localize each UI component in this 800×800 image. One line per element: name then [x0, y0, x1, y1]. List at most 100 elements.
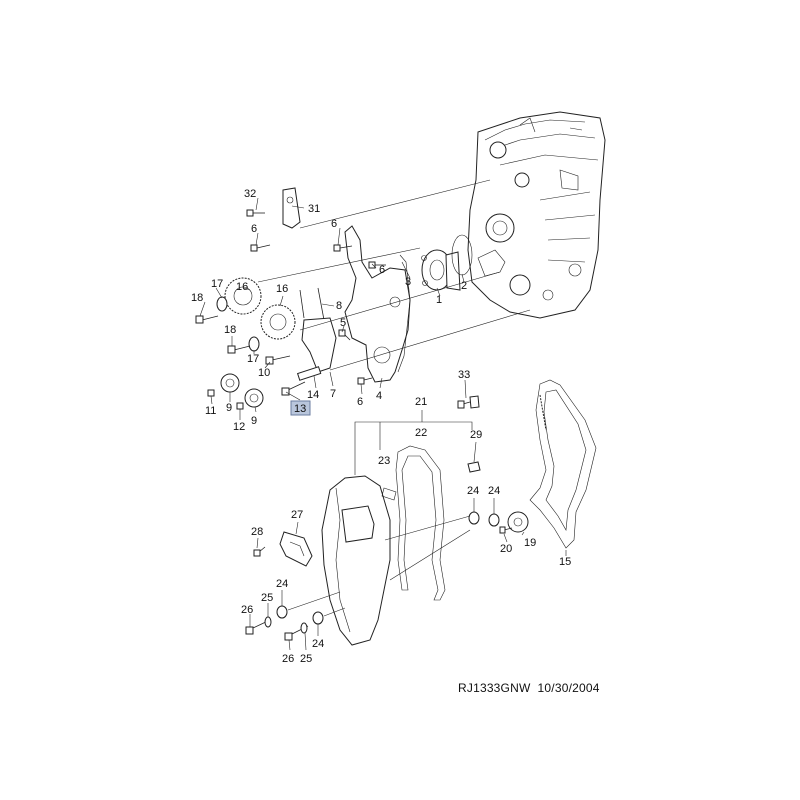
alignment-lines	[257, 179, 531, 371]
callout-17: 17	[247, 353, 259, 365]
stud	[299, 289, 305, 319]
callout-33: 33	[458, 369, 470, 381]
bolt	[207, 389, 215, 397]
camshaft-gear	[260, 304, 296, 340]
belt-tensioner	[507, 511, 529, 533]
callout-6: 6	[251, 223, 257, 235]
washer	[248, 336, 260, 352]
bolt	[236, 402, 244, 410]
callout-7: 7	[330, 388, 336, 400]
leader-line	[464, 379, 467, 399]
drawing-reference: RJ1333GNW 10/30/2004	[458, 681, 600, 695]
belt-teeth	[539, 394, 547, 431]
timing-belt	[529, 379, 597, 549]
callout-25: 25	[300, 653, 312, 665]
callout-26: 26	[282, 653, 294, 665]
callout-23: 23	[378, 455, 390, 467]
bolt	[246, 209, 265, 217]
alignment-line	[287, 591, 341, 611]
cover-flange	[335, 487, 351, 633]
rear-timing-cover	[344, 225, 411, 383]
bolt	[253, 546, 266, 557]
callout-20: 20	[500, 543, 512, 555]
grommet	[312, 611, 324, 625]
leader-line	[295, 521, 299, 535]
tensioner	[301, 317, 337, 373]
leader-line	[256, 537, 259, 549]
bolt	[457, 395, 480, 409]
leader-line	[521, 531, 525, 536]
callout-6: 6	[379, 264, 385, 276]
leader-line	[473, 441, 477, 463]
idler-pulley	[244, 388, 264, 408]
callout-18: 18	[191, 292, 203, 304]
highlighted-callout-box	[290, 400, 311, 416]
front-timing-cover	[321, 475, 391, 646]
callout-32: 32	[244, 188, 256, 200]
callout-5: 5	[340, 317, 346, 329]
callout-19: 19	[524, 537, 536, 549]
alignment-line	[384, 515, 471, 541]
bracket	[282, 187, 301, 229]
callout-24: 24	[488, 485, 500, 497]
alignment-line	[323, 607, 346, 617]
stud	[317, 287, 325, 321]
callout-10: 10	[258, 367, 270, 379]
leader-line	[503, 533, 508, 543]
callout-24: 24	[467, 485, 479, 497]
callout-1: 1	[436, 294, 442, 306]
callout-16: 16	[236, 281, 248, 293]
alignment-line	[389, 529, 471, 581]
callout-25: 25	[261, 592, 273, 604]
bolt	[499, 526, 513, 534]
callout-9: 9	[251, 415, 257, 427]
callout-21: 21	[415, 396, 427, 408]
leader-lines	[199, 197, 465, 420]
leader-line	[288, 639, 291, 651]
thermostat	[477, 249, 506, 277]
callout-14: 14	[307, 389, 319, 401]
bolt	[357, 377, 373, 385]
callout-12: 12	[233, 421, 245, 433]
clip	[467, 461, 481, 473]
callout-6: 6	[331, 218, 337, 230]
bolt	[265, 355, 291, 365]
idler-pulley	[220, 373, 240, 393]
callout-18: 18	[224, 324, 236, 336]
callout-31: 31	[308, 203, 320, 215]
water-pump	[421, 249, 461, 291]
bolt	[227, 345, 251, 354]
bracket-hole	[286, 196, 294, 204]
timing-belt-inner	[543, 389, 587, 531]
tensioner-plunger	[296, 366, 322, 381]
seal-plate	[279, 531, 313, 567]
leader-line	[304, 632, 307, 651]
callout-26: 26	[241, 604, 253, 616]
callout-9: 9	[226, 402, 232, 414]
bolt	[195, 315, 219, 324]
cover-gasket	[395, 445, 446, 601]
grommet	[276, 605, 288, 619]
cover-gasket-strip	[397, 254, 411, 373]
callout-labels: 32 31 6 6 6 17 16 18 16 8 5 3 1 2 18 17 …	[191, 188, 571, 665]
cover-hole	[373, 346, 391, 364]
washer	[264, 616, 272, 628]
callout-13: 13	[294, 403, 306, 415]
bolt	[250, 244, 271, 252]
washer	[216, 296, 228, 312]
callout-28: 28	[251, 526, 263, 538]
callout-3: 3	[405, 276, 411, 288]
callout-24: 24	[312, 638, 324, 650]
bolt	[338, 329, 351, 341]
bolt	[281, 381, 306, 396]
callout-24: 24	[276, 578, 288, 590]
cover-hole	[389, 296, 401, 308]
callout-6: 6	[357, 396, 363, 408]
bolt	[368, 261, 386, 269]
callout-27: 27	[291, 509, 303, 521]
callout-16: 16	[276, 283, 288, 295]
callout-29: 29	[470, 429, 482, 441]
washer	[300, 622, 308, 634]
cover-window	[341, 505, 375, 543]
